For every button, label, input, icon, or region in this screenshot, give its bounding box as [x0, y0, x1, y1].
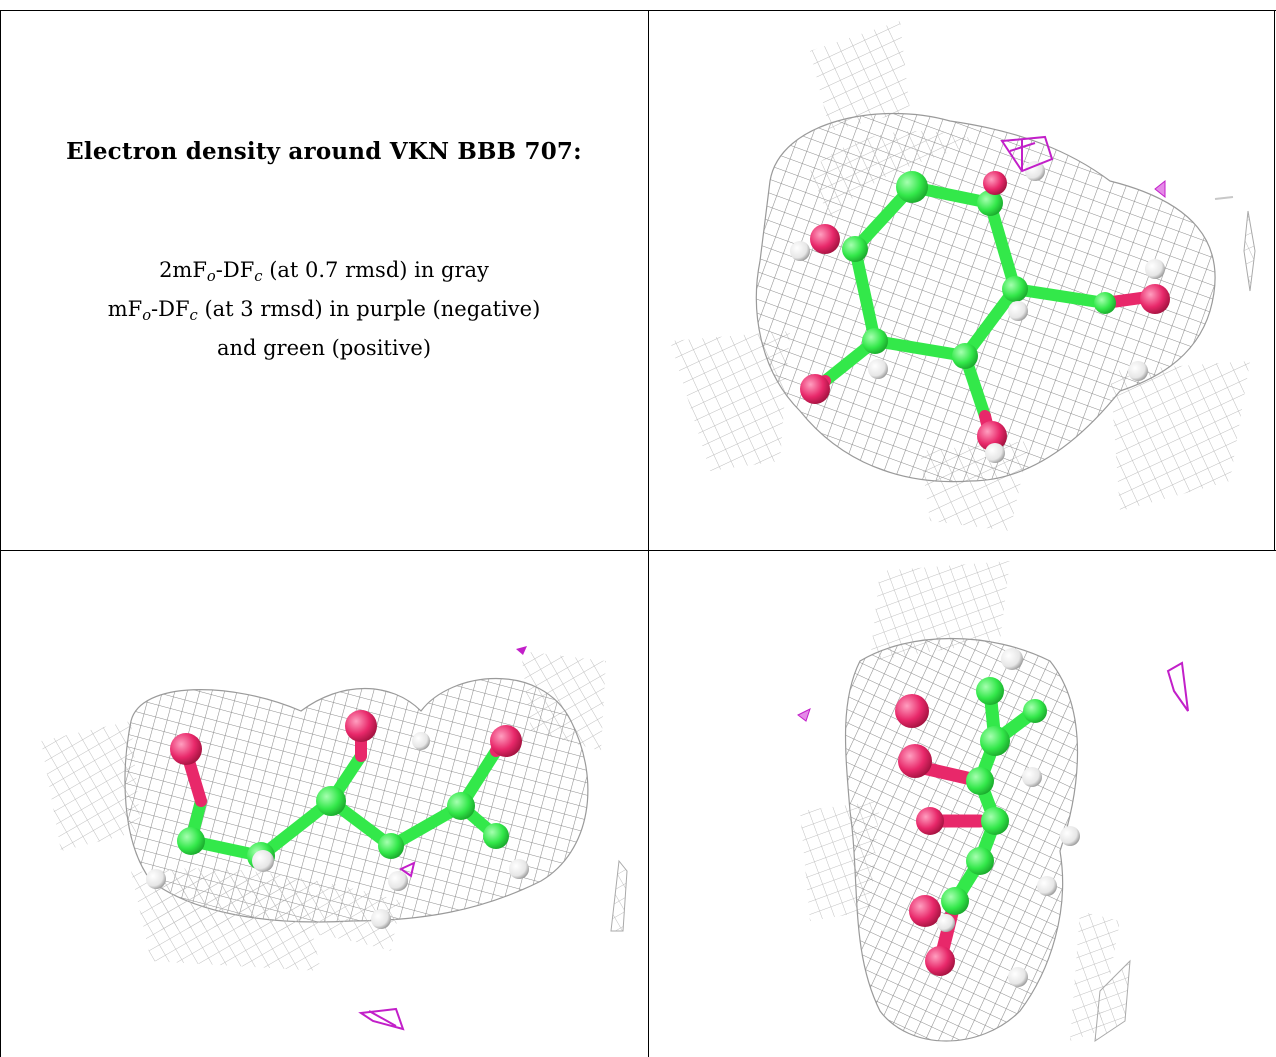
electron-density-view-1-icon	[670, 21, 1256, 531]
density-view-top-right	[650, 11, 1274, 549]
border-middle-horizontal	[0, 550, 1276, 551]
legend-line-2mfo-dfc: 2mFo-DFc (at 0.7 rmsd) in gray	[159, 258, 489, 285]
electron-density-view-3-icon	[797, 561, 1189, 1043]
caption-legend: 2mFo-DFc (at 0.7 rmsd) in gray mFo-DFc (…	[0, 254, 648, 365]
border-top	[0, 10, 1276, 11]
legend-line-mfo-dfc: mFo-DFc (at 3 rmsd) in purple (negative)	[107, 297, 541, 324]
density-view-bottom-left	[1, 551, 648, 1057]
caption-cell: Electron density around VKN BBB 707: 2mF…	[0, 10, 648, 560]
density-view-bottom-right	[650, 551, 1276, 1057]
border-left	[0, 10, 1, 1057]
caption-title: Electron density around VKN BBB 707:	[66, 138, 582, 165]
border-middle-vertical	[648, 10, 649, 1057]
border-right	[1274, 10, 1275, 550]
legend-line-positive: and green (positive)	[216, 336, 432, 360]
electron-density-view-2-icon	[41, 646, 628, 1031]
